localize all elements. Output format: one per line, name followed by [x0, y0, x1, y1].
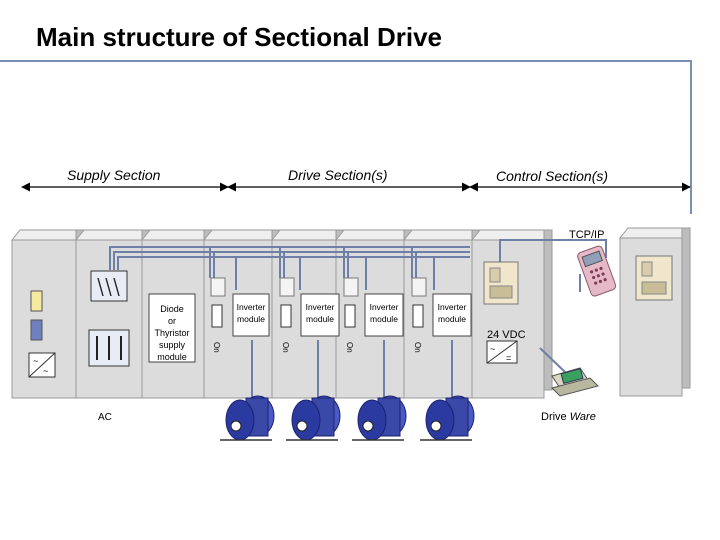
svg-text:module: module: [438, 314, 466, 324]
svg-text:~: ~: [490, 344, 495, 354]
motor-4: [420, 395, 475, 441]
dc-converter-symbol: ~ =: [486, 340, 518, 364]
svg-text:module: module: [237, 314, 265, 324]
control-section-label: Control Section(s): [496, 168, 609, 184]
svg-text:Inverter: Inverter: [237, 302, 266, 312]
motor-1: [220, 395, 275, 441]
ac-label: AC: [98, 412, 112, 423]
page-title: Main structure of Sectional Drive: [36, 22, 442, 52]
svg-text:Inverter: Inverter: [370, 302, 399, 312]
svg-text:module: module: [306, 314, 334, 324]
supply-section-label: Supply Section: [67, 167, 161, 183]
on-switch-2: On: [281, 342, 290, 353]
on-switch-3: On: [345, 342, 354, 353]
svg-text:Thyristor: Thyristor: [154, 328, 189, 338]
svg-text:module: module: [157, 352, 187, 362]
svg-text:Diode: Diode: [160, 304, 184, 314]
svg-text:=: =: [506, 353, 511, 363]
control-unit-remote: [635, 255, 673, 301]
drive-section-label: Drive Section(s): [288, 167, 388, 183]
svg-text:Inverter: Inverter: [306, 302, 335, 312]
on-switch-1: On: [212, 342, 221, 353]
supply-module: Diode or Thyristor supply module: [148, 293, 196, 363]
laptop-icon: [551, 367, 599, 397]
indicator-lamp: [30, 290, 43, 312]
switchgear-block: [88, 270, 130, 367]
motor-3: [352, 395, 407, 441]
inverter-module-3: On Inverter module: [343, 277, 404, 353]
svg-text:Inverter: Inverter: [438, 302, 467, 312]
svg-text:~: ~: [43, 366, 48, 376]
inverter-module-2: On Inverter module: [279, 277, 340, 353]
motor-2: [286, 395, 341, 441]
svg-text:~: ~: [33, 356, 38, 366]
inverter-module-4: On Inverter module: [411, 277, 472, 353]
frame-line-right: [690, 60, 692, 214]
frame-line-top: [0, 60, 692, 62]
svg-text:module: module: [370, 314, 398, 324]
drive-ware-label: Drive Ware: [541, 411, 596, 423]
svg-text:or: or: [168, 316, 176, 326]
inverter-module-1: On Inverter module: [210, 277, 270, 353]
svg-text:supply: supply: [159, 340, 186, 350]
dc-bus-lines: [109, 239, 607, 400]
indicator-switch: [30, 319, 43, 341]
vdc-label: 24 VDC: [487, 329, 526, 341]
handheld-terminal-icon: [577, 245, 617, 297]
tcpip-label: TCP/IP: [569, 229, 604, 241]
control-unit: [483, 261, 519, 305]
on-switch-4: On: [413, 342, 422, 353]
